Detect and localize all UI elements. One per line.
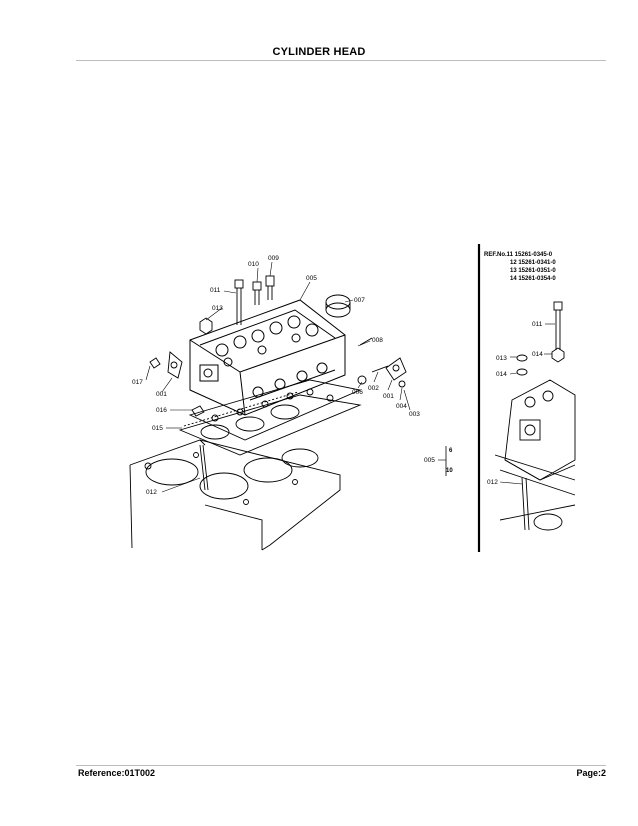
label-012: 012 xyxy=(146,489,157,496)
header-divider xyxy=(76,60,606,61)
inset-leader-lines xyxy=(499,323,555,485)
inset-drawing xyxy=(494,301,576,531)
label-008: 008 xyxy=(372,337,383,344)
side-mark-6: 6 xyxy=(449,448,453,454)
inset-label-014-upper: 014 xyxy=(532,351,543,358)
head-bolts xyxy=(149,275,407,491)
footer-divider xyxy=(76,765,606,766)
inset-ref-line-3: 13 15261-0351-0 xyxy=(510,268,556,274)
inset-label-012: 012 xyxy=(487,479,498,486)
label-011: 011 xyxy=(210,287,221,294)
label-003: 003 xyxy=(409,411,420,418)
inset-label-014-lower: 014 xyxy=(496,371,507,378)
page-title: CYLINDER HEAD xyxy=(272,46,366,58)
label-015: 015 xyxy=(152,425,163,432)
label-013: 013 xyxy=(212,305,223,312)
label-001-left: 001 xyxy=(156,391,167,398)
label-016: 016 xyxy=(156,407,167,414)
page-number: Page:2 xyxy=(576,768,606,778)
label-001-right: 001 xyxy=(383,393,394,400)
engine-block xyxy=(129,439,341,551)
label-004: 004 xyxy=(396,403,407,410)
label-010: 010 xyxy=(248,261,259,268)
label-002: 002 xyxy=(368,385,379,392)
gasket-layer xyxy=(188,379,362,441)
inset-ref-line-2: 12 15261-0341-0 xyxy=(510,260,556,266)
head-gasket xyxy=(178,391,362,456)
reference-code: Reference:01T002 xyxy=(78,768,156,778)
inset-label-013: 013 xyxy=(496,355,507,362)
label-005: 005 xyxy=(306,275,317,282)
label-005-side: 005 xyxy=(424,457,435,464)
inset-ref-line-1: REF.No.11 15261-0345-0 xyxy=(484,252,553,258)
label-007: 007 xyxy=(354,297,365,304)
leader-lines xyxy=(145,261,446,493)
inset-ref-line-4: 14 15261-0354-0 xyxy=(510,276,556,282)
label-009: 009 xyxy=(268,255,279,262)
label-006: 006 xyxy=(352,389,363,396)
cylinder-head xyxy=(189,299,346,416)
inset-label-011: 011 xyxy=(532,321,543,328)
label-017: 017 xyxy=(132,379,143,386)
side-mark-10: 10 xyxy=(446,468,453,474)
